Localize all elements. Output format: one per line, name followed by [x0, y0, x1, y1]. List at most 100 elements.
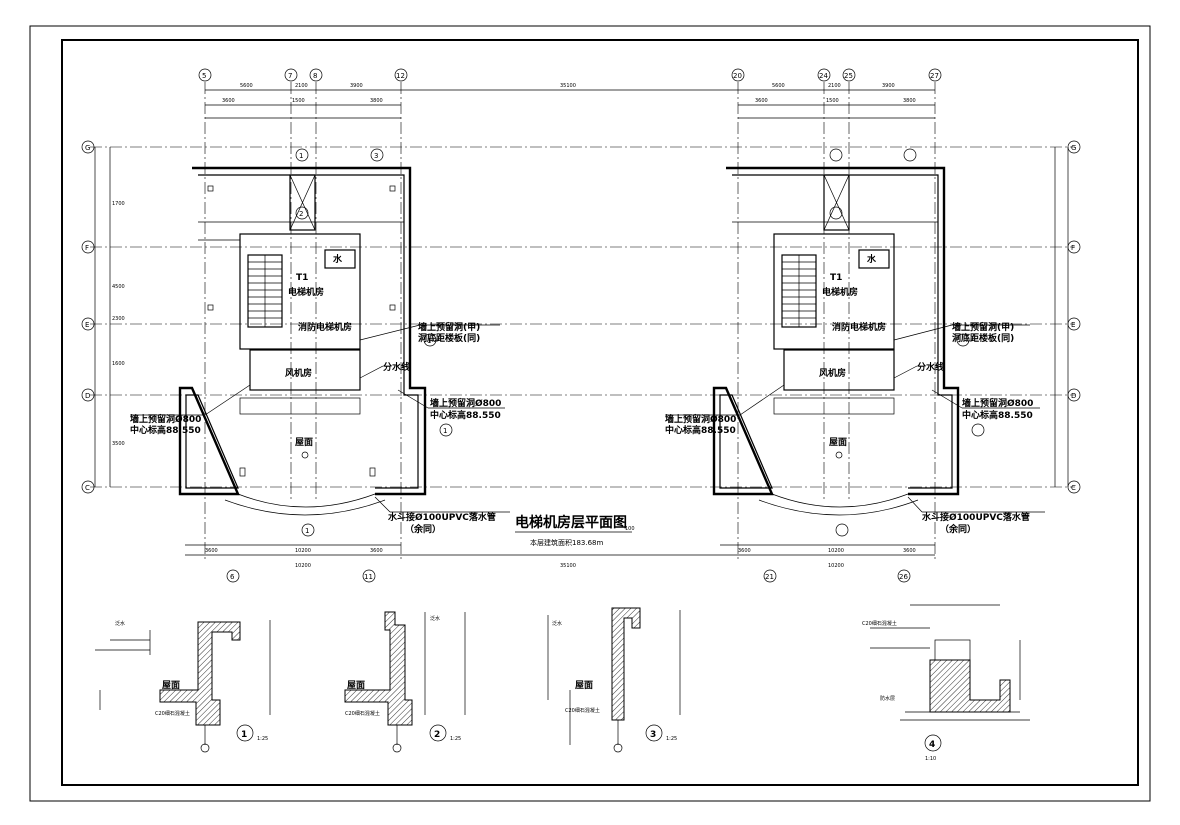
svg-text:C20细石混凝土: C20细石混凝土: [565, 707, 600, 714]
detail-4: C20细石混凝土 防水层 4 1:10: [862, 604, 1030, 762]
svg-text:1:25: 1:25: [257, 736, 268, 742]
note-opening-c1: 墙上预留洞Ø800: [430, 397, 501, 409]
room-label-water: 水: [333, 253, 343, 265]
dim-side-3: 2300: [112, 316, 125, 322]
room-label-roof: 屋面: [295, 437, 313, 448]
svg-text:1500: 1500: [826, 98, 839, 104]
svg-text:3: 3: [374, 152, 378, 160]
svg-text:C20细石混凝土: C20细石混凝土: [345, 710, 380, 717]
svg-text:中心标高88.550: 中心标高88.550: [962, 409, 1033, 421]
svg-text:1: 1: [305, 527, 309, 535]
svg-text:2: 2: [299, 210, 303, 218]
dim-bottom-2: 10200: [295, 548, 311, 554]
svg-text:27: 27: [930, 72, 939, 80]
svg-text:10200: 10200: [828, 563, 844, 569]
svg-text:C: C: [85, 484, 90, 492]
note-drain-2: （余同）: [405, 523, 441, 535]
axis-bubbles-top-right: 20 24 25 27: [731, 68, 942, 82]
dim-top-1: 5600: [240, 83, 253, 89]
note-split-water: 分水线: [383, 361, 410, 373]
dim-sub-3: 3800: [370, 98, 383, 104]
svg-text:3600: 3600: [755, 98, 768, 104]
svg-text:水: 水: [867, 253, 877, 265]
svg-text:电梯机房: 电梯机房: [822, 286, 858, 298]
dim-side-2: 4500: [112, 284, 125, 290]
svg-text:C20细石混凝土: C20细石混凝土: [862, 620, 897, 627]
svg-text:1: 1: [443, 427, 447, 435]
svg-text:2100: 2100: [828, 83, 841, 89]
svg-text:防水层: 防水层: [880, 695, 895, 702]
detail-4-bubble: [924, 734, 942, 752]
plan-right: 电梯机房 T1 消防电梯机房 风机房 屋面 水 墙上预留洞(甲) 洞底距楼板(同…: [665, 68, 1081, 583]
svg-text:洞底距楼板(同): 洞底距楼板(同): [952, 332, 1014, 344]
detail-2-bubble: [429, 724, 447, 742]
svg-text:4: 4: [929, 740, 935, 750]
detail-markers-left: 1 2 3 1 1 1: [295, 148, 453, 537]
note-opening-c2: 中心标高88.550: [430, 409, 501, 421]
svg-text:屋面: 屋面: [347, 680, 365, 691]
svg-text:屋面: 屋面: [162, 680, 180, 691]
svg-text:G: G: [1071, 144, 1076, 152]
detail-1: 屋面 泛水 C20细石混凝土 1 1:25: [95, 620, 271, 753]
detail-1-bubble: [236, 724, 254, 742]
dim-top-3: 3900: [350, 83, 363, 89]
svg-text:24: 24: [819, 72, 828, 80]
overall-dim-bottom: 35100: [560, 563, 576, 569]
svg-text:F: F: [85, 244, 89, 252]
svg-text:1:10: 1:10: [925, 756, 936, 762]
svg-text:E: E: [1071, 321, 1075, 329]
svg-text:1:25: 1:25: [666, 736, 677, 742]
detail-2: 屋面 泛水 C20细石混凝土 2 1:25: [344, 611, 466, 753]
dim-side-1: 1700: [112, 201, 125, 207]
dim-bottom-3: 3600: [370, 548, 383, 554]
svg-text:水斗接Ø100UPVC落水管: 水斗接Ø100UPVC落水管: [922, 511, 1030, 523]
room-label-elevator: T1: [296, 273, 308, 283]
dim-top-2: 2100: [295, 83, 308, 89]
svg-text:25: 25: [844, 72, 853, 80]
annotation-leaders: [130, 324, 510, 513]
svg-text:泛水: 泛水: [552, 620, 562, 627]
svg-text:T1: T1: [830, 273, 842, 283]
dim-bottom-1: 3600: [205, 548, 218, 554]
fan-room: [249, 349, 361, 391]
plan-left: 电梯机房 T1 消防电梯机房 风机房 屋面 水 墙上预留洞(甲) 洞底距楼板(同…: [81, 68, 1075, 583]
svg-text:3800: 3800: [903, 98, 916, 104]
room-label-fan: 风机房: [285, 367, 312, 379]
svg-text:墙上预留洞(甲): 墙上预留洞(甲): [952, 321, 1014, 333]
svg-text:5: 5: [202, 72, 206, 80]
machine-room: [239, 233, 361, 350]
svg-text:1: 1: [299, 152, 303, 160]
overall-dim: 35100: [560, 83, 576, 89]
dim-side-4: 1600: [112, 361, 125, 367]
svg-text:F: F: [1071, 244, 1075, 252]
svg-text:11: 11: [364, 573, 373, 581]
note-drain-1: 水斗接Ø100UPVC落水管: [388, 511, 496, 523]
axis-bubbles-side-left: G F E D C: [81, 140, 95, 494]
svg-text:3600: 3600: [903, 548, 916, 554]
svg-text:墙上预留洞Ø800: 墙上预留洞Ø800: [962, 397, 1033, 409]
axis-bubbles-top-left: 5 7 8 12: [198, 68, 408, 82]
svg-text:泛水: 泛水: [115, 620, 125, 627]
dim-sub-1: 3600: [222, 98, 235, 104]
svg-text:26: 26: [899, 573, 908, 581]
svg-text:（余同）: （余同）: [940, 523, 976, 535]
detail-3: 屋面 泛水 C20细石混凝土 3 1:25: [547, 607, 681, 753]
detail-3-bubble: [645, 724, 663, 742]
svg-text:6: 6: [230, 573, 235, 581]
svg-text:墙上预留洞Ø800: 墙上预留洞Ø800: [665, 413, 736, 425]
svg-text:1:25: 1:25: [450, 736, 461, 742]
svg-text:E: E: [85, 321, 89, 329]
svg-text:分水线: 分水线: [917, 361, 944, 373]
svg-text:8: 8: [313, 72, 317, 80]
svg-text:风机房: 风机房: [819, 367, 846, 379]
svg-text:1: 1: [241, 730, 247, 740]
plan-scale: 100: [625, 526, 635, 532]
exterior-wall: [178, 166, 427, 496]
axis-bubbles-bottom-right: 21 26: [763, 569, 911, 583]
note-opening-b1: 墙上预留洞Ø800: [130, 413, 201, 425]
svg-text:G: G: [85, 144, 90, 152]
dim-bottom-sub: 10200: [295, 563, 311, 569]
svg-text:C: C: [1071, 484, 1076, 492]
axis-bubbles-bottom-left: 6 11: [226, 569, 376, 583]
